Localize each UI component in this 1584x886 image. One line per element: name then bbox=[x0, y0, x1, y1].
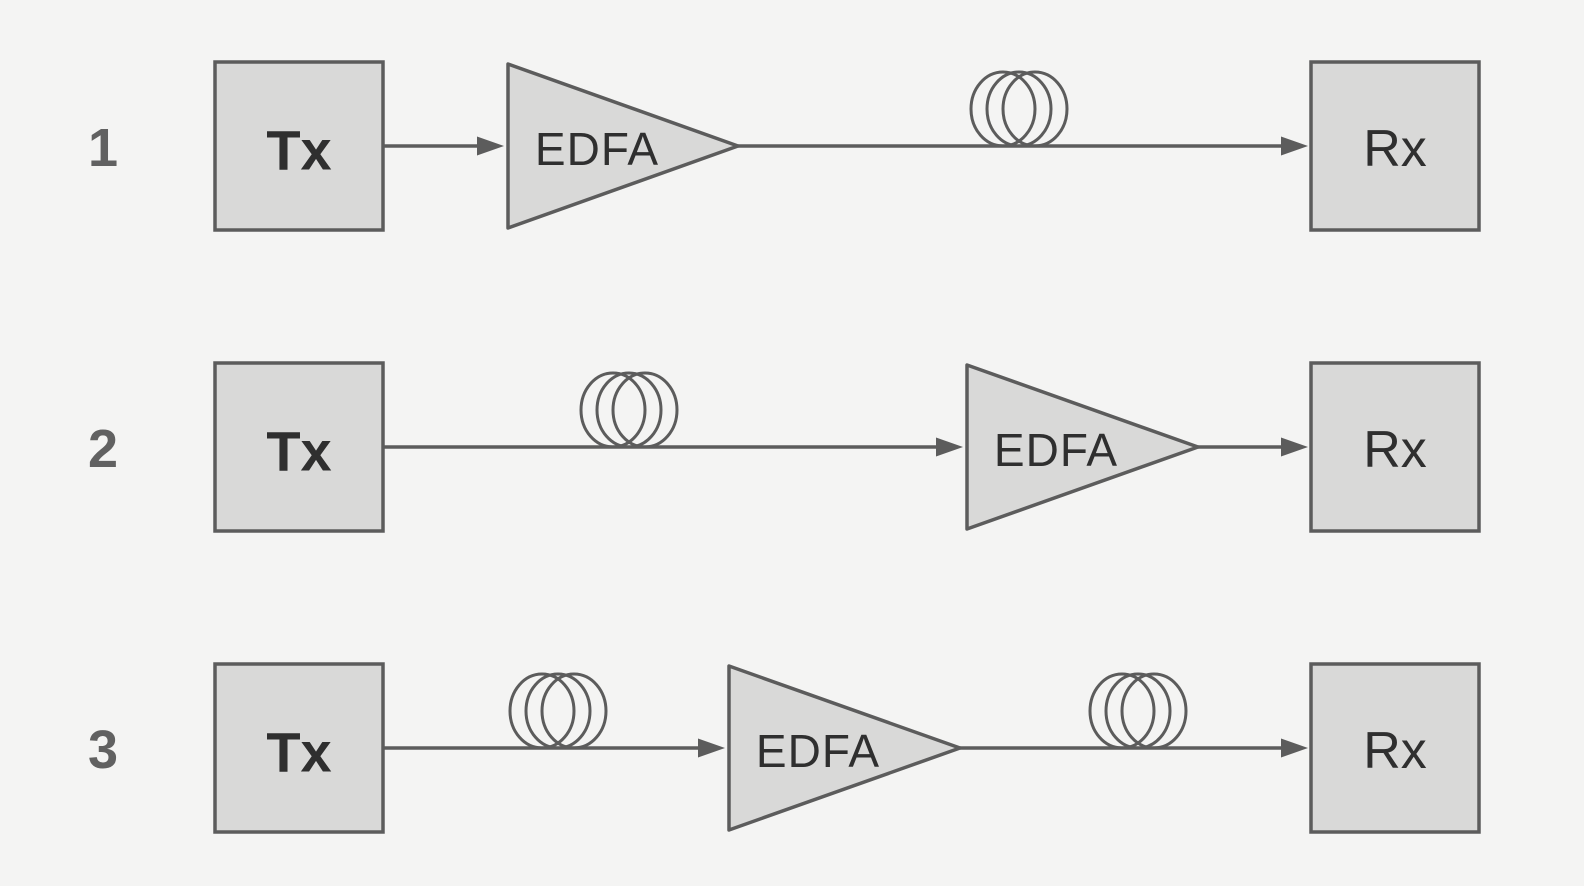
edfa-amplifier bbox=[506, 62, 740, 230]
coil-loop bbox=[1088, 672, 1156, 750]
coil-loop bbox=[540, 672, 608, 750]
link-row-2: 2 Tx EDFA Rx bbox=[88, 361, 1481, 533]
arrowhead-icon bbox=[1281, 136, 1308, 156]
coil-loop bbox=[969, 70, 1037, 148]
fiber-coil-icon bbox=[579, 371, 679, 449]
fiber-coil-icon bbox=[969, 70, 1069, 148]
rx-box bbox=[1309, 361, 1481, 533]
edfa-amplifier bbox=[727, 664, 962, 832]
coil-loop bbox=[508, 672, 576, 750]
rx-box bbox=[1309, 662, 1481, 834]
coil-loop bbox=[595, 371, 663, 449]
edfa-amplifier bbox=[965, 363, 1200, 531]
coil-loop bbox=[611, 371, 679, 449]
row-number: 2 bbox=[88, 419, 118, 479]
coil-loop bbox=[579, 371, 647, 449]
link-row-3: 3 Tx EDFA Rx bbox=[88, 662, 1481, 834]
rx-label: Rx bbox=[1363, 120, 1427, 178]
rx-box bbox=[1309, 60, 1481, 232]
link-row-1: 1 Tx EDFA Rx bbox=[88, 60, 1481, 232]
coil-loop bbox=[1001, 70, 1069, 148]
row-number: 1 bbox=[88, 118, 118, 178]
edfa-label: EDFA bbox=[535, 123, 659, 175]
tx-label: Tx bbox=[266, 119, 331, 182]
rx-label: Rx bbox=[1363, 722, 1427, 780]
arrowhead-icon bbox=[698, 738, 725, 758]
coil-loop bbox=[1104, 672, 1172, 750]
fiber-coil-icon bbox=[508, 672, 608, 750]
edfa-label: EDFA bbox=[994, 424, 1118, 476]
arrowhead-icon bbox=[936, 437, 963, 457]
coil-loop bbox=[985, 70, 1053, 148]
rx-label: Rx bbox=[1363, 421, 1427, 479]
arrowhead-icon bbox=[477, 136, 504, 156]
tx-label: Tx bbox=[266, 420, 331, 483]
tx-box bbox=[213, 60, 385, 232]
edfa-label: EDFA bbox=[756, 725, 880, 777]
row-number: 3 bbox=[88, 720, 118, 780]
fiber-coil-icon bbox=[1088, 672, 1188, 750]
coil-loop bbox=[524, 672, 592, 750]
arrowhead-icon bbox=[1281, 437, 1308, 457]
tx-box bbox=[213, 662, 385, 834]
tx-label: Tx bbox=[266, 721, 331, 784]
coil-loop bbox=[1120, 672, 1188, 750]
tx-box bbox=[213, 361, 385, 533]
arrowhead-icon bbox=[1281, 738, 1308, 758]
